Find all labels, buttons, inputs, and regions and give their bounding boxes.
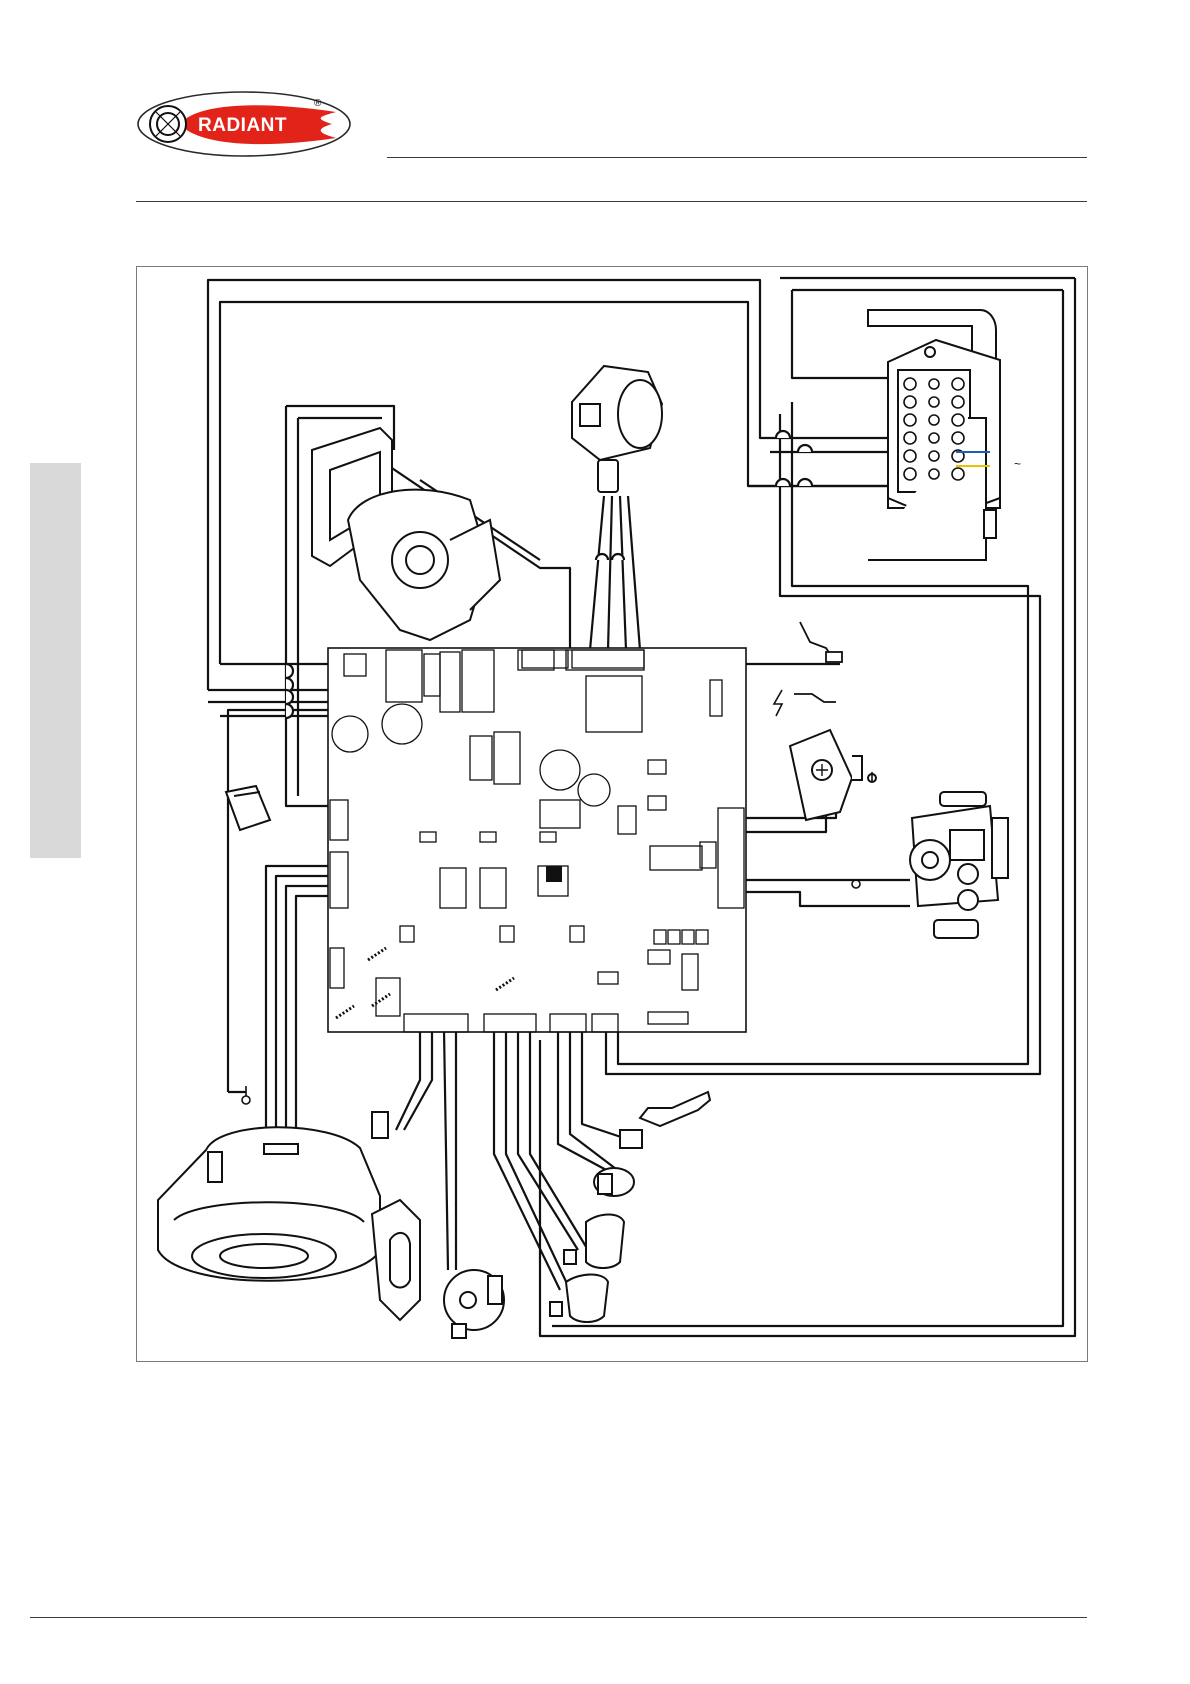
circulating-pump [312, 428, 500, 640]
air-pressure-switch [572, 366, 662, 492]
terminal-symbol: ~ [1014, 457, 1021, 471]
safety-thermostat [594, 1168, 634, 1196]
main-control-board [328, 648, 746, 1032]
ntc-clip-sensors [550, 1215, 624, 1323]
three-way-valve-motor [444, 1270, 504, 1338]
fan-blower [158, 1127, 420, 1320]
temperature-probe [620, 1092, 710, 1148]
ignition-electrode [794, 622, 842, 702]
gas-valve [910, 792, 1008, 938]
ignition-transformer [790, 730, 876, 820]
spark-icon [774, 690, 782, 716]
